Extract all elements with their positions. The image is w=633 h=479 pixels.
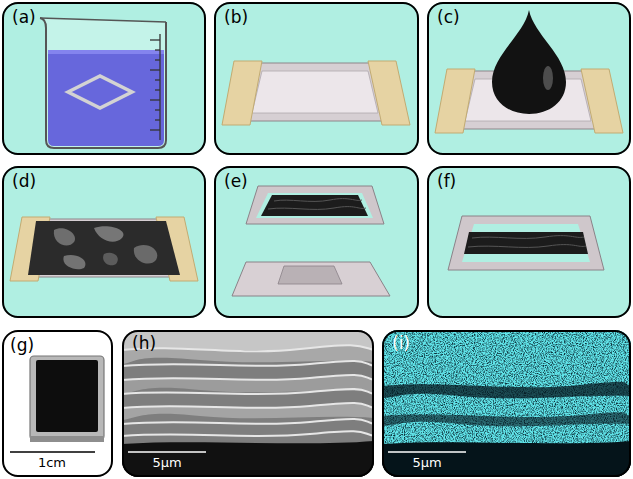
panel-label: (c) <box>437 8 460 28</box>
panel-ground <box>2 2 206 155</box>
panel-label: (f) <box>437 172 456 192</box>
dried-film <box>28 221 180 275</box>
device-photo <box>10 356 104 452</box>
ink-drop <box>492 10 566 114</box>
panel-label: (g) <box>10 336 34 356</box>
panel-ground <box>2 166 206 318</box>
panel: (e) <box>214 166 419 318</box>
panel-label: (a) <box>12 8 36 28</box>
panel: (d) <box>2 166 206 318</box>
panel-ground <box>214 166 419 318</box>
panel: (g) 1cm <box>2 330 113 477</box>
panel: (h) 5μm <box>122 330 374 477</box>
beaker <box>40 18 166 148</box>
panel: (c) <box>427 2 631 155</box>
scale-bar <box>10 451 95 453</box>
panel: (f) <box>427 166 631 318</box>
panel-ground <box>427 166 631 318</box>
scale-bar-label: 5μm <box>152 456 181 471</box>
panel-label: (b) <box>224 8 248 28</box>
drop-highlight <box>543 66 553 90</box>
panel-label: (i) <box>392 334 410 354</box>
beaker-glass <box>40 18 166 148</box>
panel-ground <box>427 2 631 155</box>
panel: (a) <box>2 2 206 155</box>
bottom-substrate <box>232 262 390 296</box>
scale-bar <box>128 451 206 453</box>
scale-bar <box>388 451 466 453</box>
panel-ground <box>2 330 113 477</box>
panel-ground <box>214 2 419 155</box>
eds-map <box>382 330 631 477</box>
beaker-rim <box>40 18 166 22</box>
lifted-frame <box>246 186 384 224</box>
panel-label: (e) <box>224 172 248 192</box>
panel: (i) 5μm <box>382 330 631 477</box>
panel: (b) <box>214 2 419 155</box>
scale-bar-label: 5μm <box>412 456 441 471</box>
taped-substrate <box>10 217 198 281</box>
panel-label: (d) <box>12 172 36 192</box>
scale-bar-label: 1cm <box>38 456 66 471</box>
sem-image <box>122 330 374 477</box>
panel-label: (h) <box>132 334 156 354</box>
framed-film <box>448 216 604 270</box>
beaker-ticks <box>150 34 160 140</box>
taped-substrate <box>222 61 410 125</box>
